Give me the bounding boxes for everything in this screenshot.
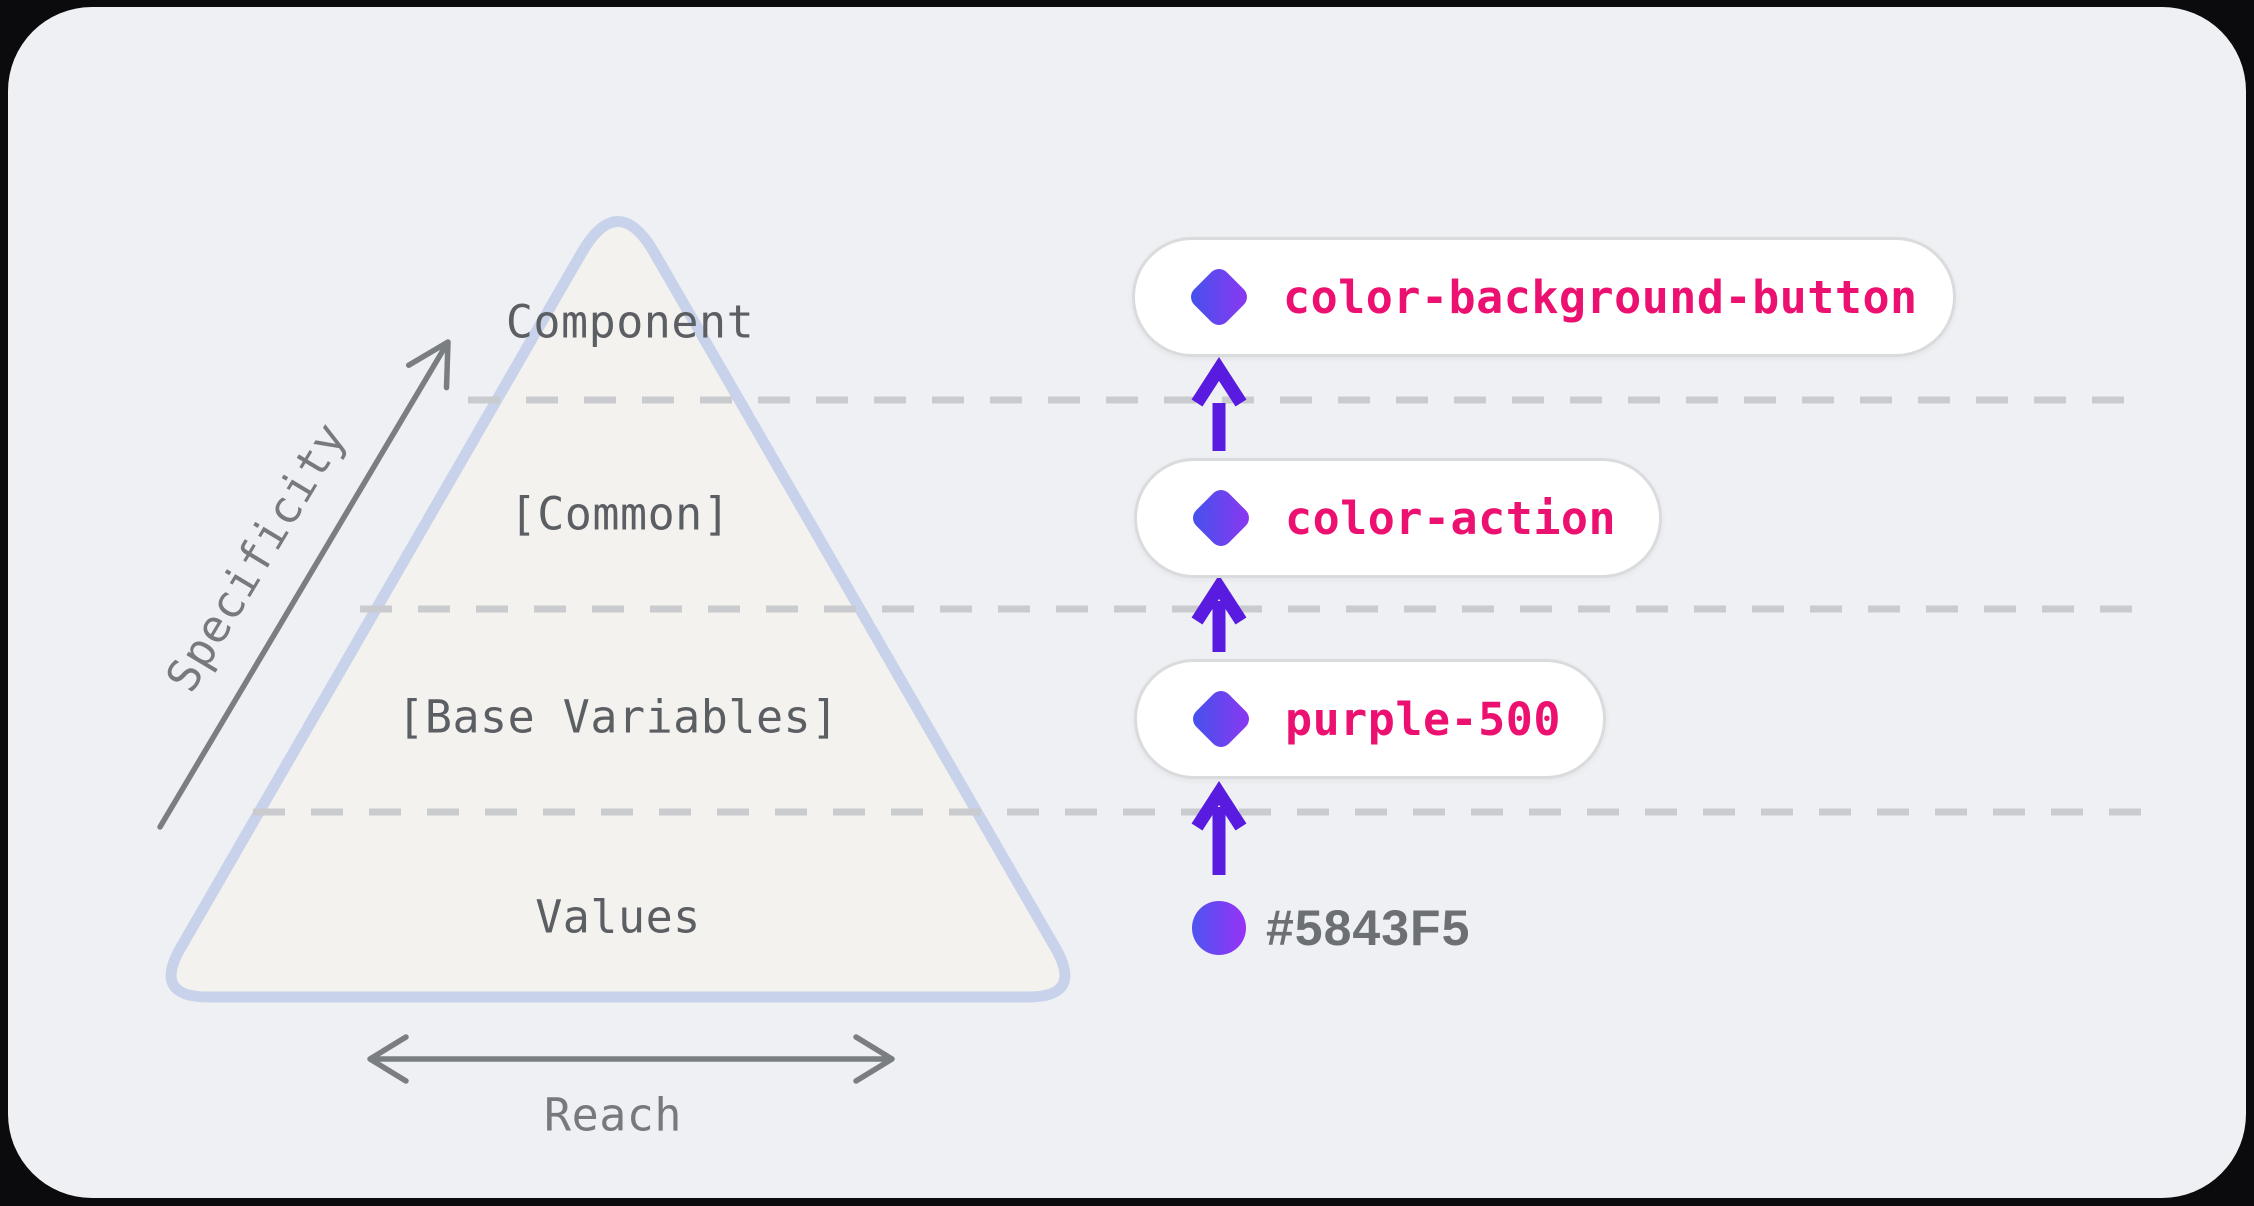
token-pill-color-action: color-action	[1134, 458, 1662, 578]
reach-axis-arrow-icon	[367, 1034, 895, 1084]
token-arrow-base-to-common-icon	[1191, 575, 1247, 652]
pyramid-level-component-label: Component	[505, 295, 755, 349]
pyramid-level-base-variables-label: [Base Variables]	[397, 690, 839, 744]
token-pill-purple-500: purple-500	[1134, 659, 1606, 779]
pyramid-level-common-label: [Common]	[509, 487, 731, 541]
diagram-card: Component [Common] [Base Variables] Valu…	[8, 7, 2246, 1198]
reach-axis-label: Reach	[544, 1088, 682, 1142]
token-arrow-values-to-base-icon	[1191, 781, 1247, 875]
token-diamond-icon	[1186, 264, 1252, 330]
token-pill-label: purple-500	[1285, 692, 1561, 746]
token-pill-color-background-button: color-background-button	[1132, 237, 1956, 357]
token-pill-label: color-action	[1285, 491, 1617, 545]
diagram-shapes	[157, 216, 2141, 1084]
specificity-axis-arrow-icon	[157, 339, 451, 830]
token-arrow-common-to-component-icon	[1191, 357, 1247, 451]
color-swatch-icon	[1192, 901, 1246, 955]
token-pill-label: color-background-button	[1283, 270, 1918, 324]
hex-value-label: #5843F5	[1266, 900, 1471, 956]
token-diamond-icon	[1188, 485, 1254, 551]
pyramid-level-values-label: Values	[535, 890, 701, 944]
token-diamond-icon	[1188, 686, 1254, 752]
